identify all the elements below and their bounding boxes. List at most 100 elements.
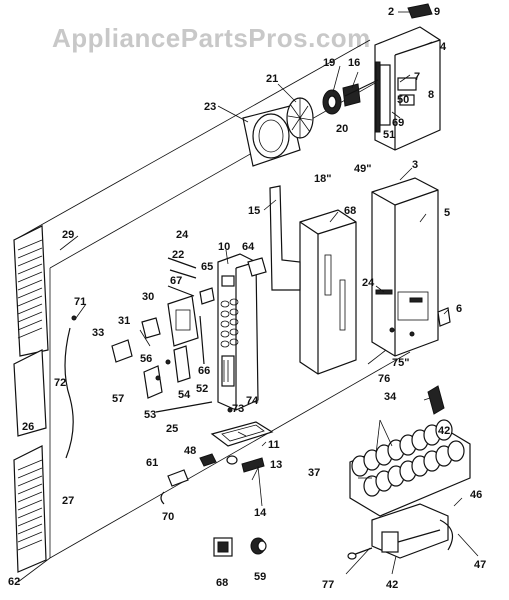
part-48 xyxy=(199,453,217,467)
callout-76: 76 xyxy=(378,373,390,385)
callout-46: 46 xyxy=(470,489,482,501)
callout-16: 16 xyxy=(348,57,360,69)
callout-75in: 75" xyxy=(392,357,409,369)
callout-31: 31 xyxy=(118,315,130,327)
part-72-wire xyxy=(64,327,74,459)
center-cabinet-68 xyxy=(299,209,357,375)
part-61 xyxy=(167,469,189,487)
callout-4: 4 xyxy=(440,41,447,53)
part-59-knob xyxy=(250,537,267,555)
leader-lines xyxy=(59,11,479,575)
callout-37: 37 xyxy=(308,467,320,479)
callout-19: 19 xyxy=(323,57,335,69)
callout-61: 61 xyxy=(146,457,158,469)
callout-50: 50 xyxy=(397,94,409,106)
part-31-box xyxy=(141,317,161,339)
part-25-bar xyxy=(155,401,213,413)
callout-72: 72 xyxy=(54,377,66,389)
gas-valve-assembly xyxy=(347,503,454,560)
callout-20: 20 xyxy=(336,123,348,135)
callout-49in: 49" xyxy=(354,163,371,175)
callout-69: 69 xyxy=(392,117,404,129)
callout-26: 26 xyxy=(22,421,34,433)
part-22-rod xyxy=(169,269,197,279)
front-panel-26 xyxy=(13,349,47,437)
callout-7: 7 xyxy=(414,71,420,83)
duct-15 xyxy=(269,185,301,291)
part-53 xyxy=(155,375,161,381)
callout-42b: 42 xyxy=(386,579,398,591)
button-grid xyxy=(220,298,239,348)
part-70-hook xyxy=(160,491,165,505)
callout-18in: 18" xyxy=(314,173,331,185)
callout-11: 11 xyxy=(268,439,280,451)
part-66-rod xyxy=(199,315,205,365)
callout-13: 13 xyxy=(270,459,282,471)
callout-74: 74 xyxy=(246,395,259,407)
part-64 xyxy=(247,257,267,277)
callout-2: 2 xyxy=(388,6,394,18)
callout-62: 62 xyxy=(8,576,20,588)
part-73 xyxy=(227,407,233,413)
callout-34: 34 xyxy=(384,391,397,403)
callout-33: 33 xyxy=(92,327,104,339)
callout-51: 51 xyxy=(383,129,395,141)
control-panel-10 xyxy=(217,253,259,411)
part-71 xyxy=(71,315,77,321)
part-54-valve xyxy=(173,345,191,383)
fan-assembly xyxy=(242,79,379,167)
callout-25: 25 xyxy=(166,423,178,435)
part-13-block xyxy=(241,457,265,473)
callout-5: 5 xyxy=(444,207,450,219)
callout-15: 15 xyxy=(248,205,260,217)
top-back-panel-4 xyxy=(374,26,441,151)
callout-6: 6 xyxy=(456,303,462,315)
callout-57: 57 xyxy=(112,393,124,405)
callout-14: 14 xyxy=(254,507,267,519)
watermark: AppliancePartsPros.com xyxy=(52,23,371,53)
callout-42a: 42 xyxy=(438,425,450,437)
part-30-housing xyxy=(167,295,199,347)
callout-10: 10 xyxy=(218,241,230,253)
callout-73: 73 xyxy=(232,403,244,415)
part-57-plate xyxy=(143,365,163,399)
callout-67: 67 xyxy=(170,275,182,287)
callout-24b: 24 xyxy=(362,277,375,289)
front-grille-27 xyxy=(13,445,47,573)
callout-3: 3 xyxy=(412,159,418,171)
callout-56: 56 xyxy=(140,353,152,365)
part-67-rod xyxy=(167,285,195,297)
heat-exchanger-34 xyxy=(349,419,471,517)
part-13-ring xyxy=(226,455,238,465)
callout-21: 21 xyxy=(266,73,278,85)
callout-54: 54 xyxy=(178,389,191,401)
callout-53: 53 xyxy=(144,409,156,421)
callout-22: 22 xyxy=(172,249,184,261)
callout-29: 29 xyxy=(62,229,74,241)
callout-47: 47 xyxy=(474,559,486,571)
callout-71: 71 xyxy=(74,296,86,308)
callout-70: 70 xyxy=(162,511,174,523)
part-56 xyxy=(165,359,171,365)
part-24-rod xyxy=(167,257,197,269)
callout-48: 48 xyxy=(184,445,196,457)
callout-65: 65 xyxy=(201,261,213,273)
part-68-box xyxy=(213,537,233,557)
right-cabinet-5 xyxy=(371,177,439,357)
part-9-plate xyxy=(407,3,433,19)
callout-30: 30 xyxy=(142,291,154,303)
callout-9: 9 xyxy=(434,6,440,18)
callout-23: 23 xyxy=(204,101,216,113)
part-42-small xyxy=(427,385,445,415)
callout-66: 66 xyxy=(198,365,210,377)
callout-64: 64 xyxy=(242,241,255,253)
part-6-plate xyxy=(437,307,451,327)
callout-68b: 68 xyxy=(216,577,228,589)
part-65 xyxy=(199,287,215,305)
callout-24a: 24 xyxy=(176,229,189,241)
callout-labels: 2 9 4 7 8 50 69 51 16 19 20 21 23 3 18" … xyxy=(8,6,486,591)
part-33-plate xyxy=(111,339,133,363)
callout-77: 77 xyxy=(322,579,334,591)
callout-52: 52 xyxy=(196,383,208,395)
